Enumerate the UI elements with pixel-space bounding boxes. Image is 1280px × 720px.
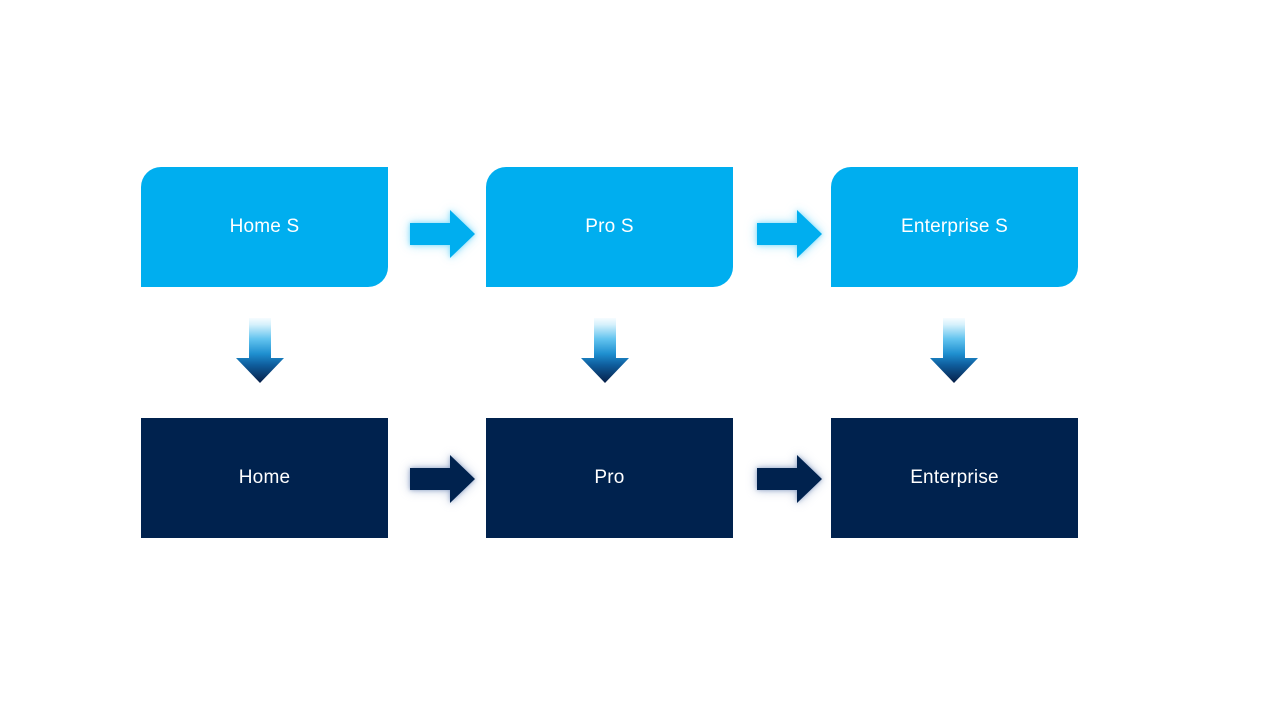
down-arrow-icon [581, 318, 629, 383]
node-label: Enterprise [910, 467, 999, 488]
node-label: Home [238, 467, 291, 488]
node-enterprise: Enterprise [831, 418, 1078, 538]
node-label: Pro S [585, 216, 634, 237]
right-arrow-icon [410, 455, 475, 503]
node-enterprise-s: Enterprise S [831, 167, 1078, 287]
node-home: Home [141, 418, 388, 538]
node-pro-s: Pro S [486, 167, 733, 287]
node-pro: Pro [486, 418, 733, 538]
node-label: Enterprise S [901, 216, 1008, 237]
right-arrow-icon [757, 455, 822, 503]
right-arrow-icon [757, 210, 822, 258]
right-arrow-icon [410, 210, 475, 258]
down-arrow-icon [236, 318, 284, 383]
node-home-s: Home S [141, 167, 388, 287]
down-arrow-icon [930, 318, 978, 383]
node-label: Pro [594, 467, 625, 488]
node-label: Home S [229, 216, 300, 237]
